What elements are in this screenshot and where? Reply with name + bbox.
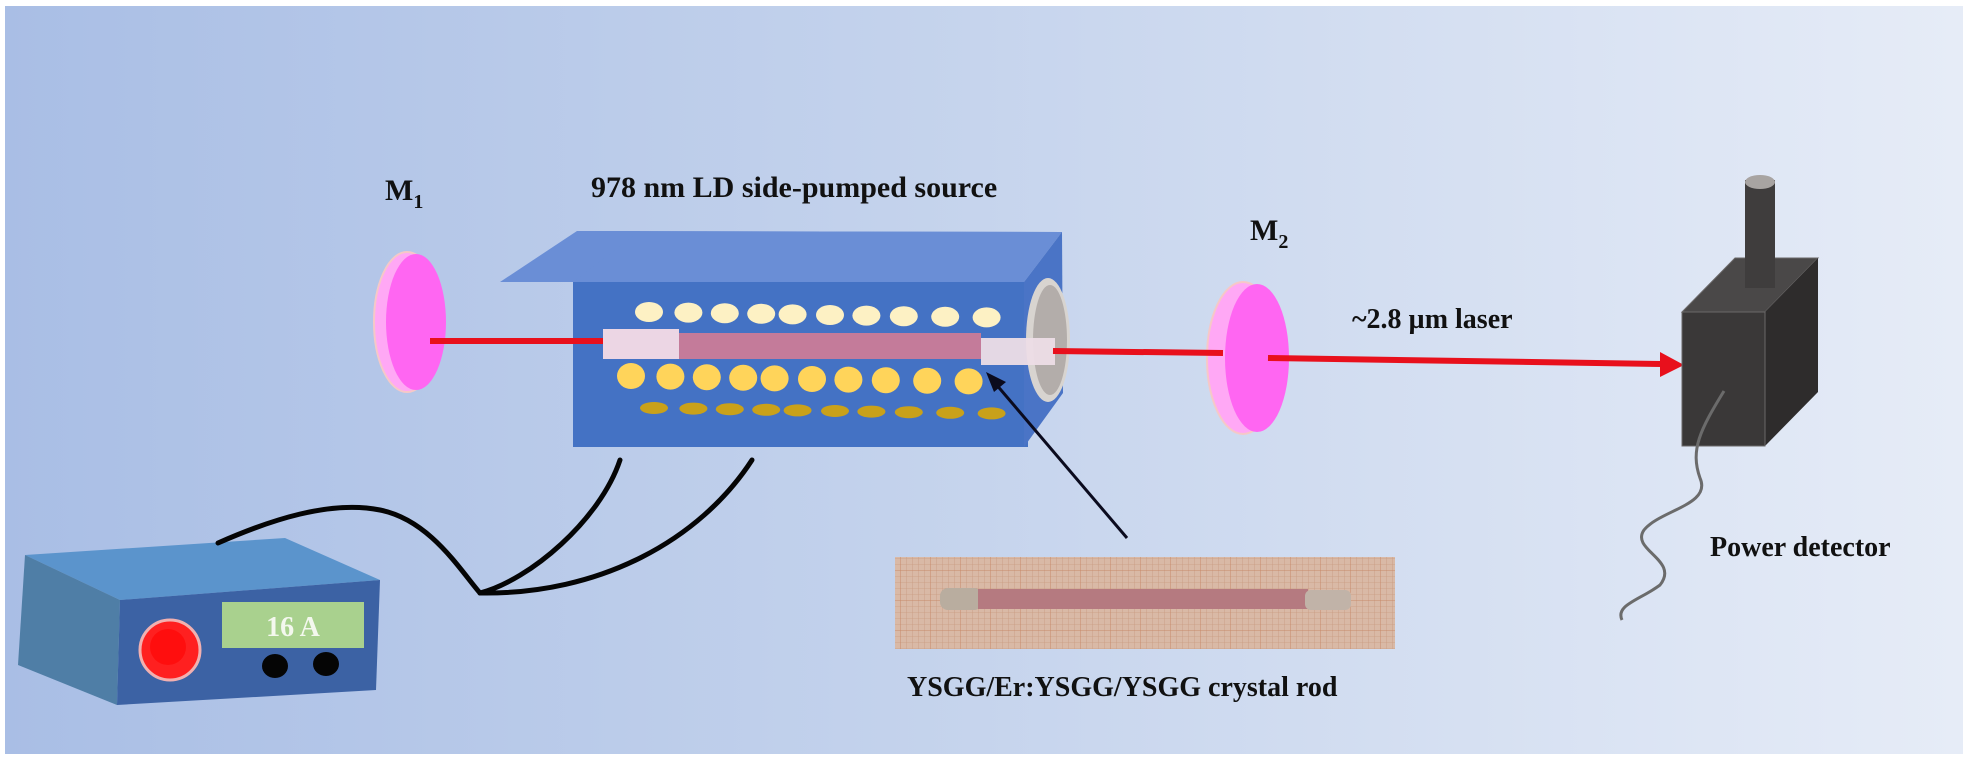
power-detector: [1619, 175, 1820, 621]
label-m2: M2: [1250, 214, 1288, 253]
laser-diode-gold: [936, 406, 965, 419]
laser-diode-yellow: [871, 367, 900, 394]
detector-cable: [1619, 390, 1726, 621]
detector-side: [1765, 258, 1818, 446]
pump-module-bevel: [573, 231, 640, 282]
photo-rod-doped: [978, 589, 1308, 609]
rod-pointer-arrowhead: [986, 372, 1006, 392]
laser-diode-gold: [857, 405, 886, 418]
laser-diode-gold: [783, 404, 812, 417]
laser-diode-yellow: [729, 364, 758, 391]
crystal-rod-photo: [895, 557, 1395, 649]
label-power-detector: Power detector: [1710, 532, 1891, 563]
laser-diode-cream: [889, 306, 918, 327]
laser-diode-yellow: [798, 366, 826, 392]
laser-diode-gold: [821, 405, 849, 417]
diode-row-top: [635, 302, 1001, 328]
detector-post: [1745, 180, 1775, 288]
photo-rod-end-left: [940, 588, 982, 610]
power-supply-top: [25, 538, 380, 600]
beam-rod-to-m2: [1052, 348, 1224, 356]
current-display: [222, 602, 364, 648]
laser-diode-yellow: [954, 368, 983, 395]
laser-beam: [430, 338, 1663, 367]
laser-diode-cream: [852, 305, 881, 326]
laser-diode-gold: [977, 407, 1006, 420]
cable-1: [215, 504, 483, 596]
output-jack-1: [262, 654, 288, 678]
crystal-rod: [603, 329, 1055, 365]
mirror-m2-face: [1225, 284, 1289, 432]
laser-diode-cream: [931, 306, 960, 327]
laser-diode-gold: [679, 402, 708, 415]
rod-doped-section: [679, 333, 981, 359]
supply-cables: [215, 457, 755, 596]
diode-row-middle: [617, 363, 983, 395]
detector-post-cap: [1745, 175, 1775, 189]
beam-output: [1267, 355, 1663, 367]
output-jack-2: [313, 652, 339, 676]
laser-diode-yellow: [692, 364, 721, 391]
laser-diode-gold: [894, 406, 923, 419]
cable-3: [477, 457, 755, 596]
power-supply-side: [18, 555, 120, 705]
laser-diode-yellow: [656, 363, 685, 390]
label-crystal-rod: YSGG/Er:YSGG/YSGG crystal rod: [907, 672, 1338, 703]
laser-diode-gold: [752, 403, 781, 416]
rod-undoped-right: [981, 338, 1055, 365]
power-button-center: [150, 629, 186, 665]
power-supply: 16 A: [18, 538, 380, 705]
beam-arrowhead: [1660, 352, 1684, 377]
rod-pointer-line: [993, 382, 1129, 539]
label-laser-output: ~2.8 µm laser: [1352, 304, 1513, 335]
current-display-text: 16 A: [266, 612, 320, 643]
laser-diode-cream: [747, 303, 776, 324]
rod-undoped-left: [603, 329, 679, 359]
laser-diode-cream: [710, 303, 739, 324]
laser-diode-yellow: [834, 366, 863, 393]
laser-diode-cream: [778, 304, 807, 325]
laser-diode-cream: [972, 307, 1001, 328]
cable-2: [477, 457, 623, 596]
label-pump-source: 978 nm LD side-pumped source: [591, 171, 997, 204]
pump-module-slant: [500, 231, 578, 282]
photo-rod-end-right: [1305, 590, 1351, 610]
pump-module-topface: [577, 231, 1062, 282]
laser-diode-cream: [674, 302, 703, 323]
laser-diode-yellow: [617, 363, 645, 389]
detector-front: [1681, 311, 1766, 447]
mirror-m2: [1206, 281, 1289, 435]
laser-diode-yellow: [760, 365, 789, 392]
diode-row-bottom: [640, 402, 1006, 420]
laser-diode-gold: [715, 403, 744, 416]
laser-diode-cream: [816, 305, 844, 325]
laser-diode-cream: [635, 302, 663, 322]
label-m1: M1: [385, 174, 423, 213]
laser-diode-gold: [640, 402, 668, 414]
laser-diode-yellow: [913, 367, 942, 394]
mirror-m1: [373, 251, 446, 393]
mirror-m1-face: [386, 254, 446, 390]
